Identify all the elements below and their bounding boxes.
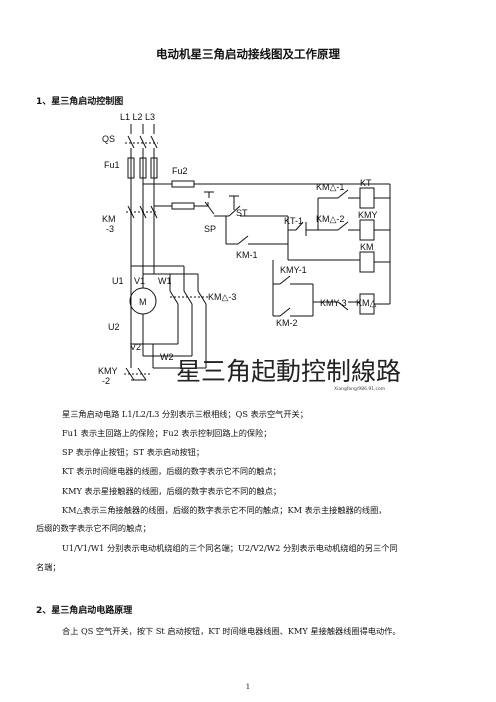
label-sp: SP bbox=[204, 224, 216, 234]
paragraph-2: Fu1 表示主回路上的保险；Fu2 表示控制回路上的保险； bbox=[62, 428, 272, 438]
paragraph-5: KMY 表示星接触器的线圈，后缀的数字表示它不同的触点； bbox=[62, 486, 282, 496]
document-title: 电动机星三角启动接线图及工作原理 bbox=[156, 47, 340, 61]
diagram-watermark-title: 星三角起動控制線路 bbox=[176, 357, 401, 386]
paragraph-3: SP 表示停止按钮；ST 表示启动按钮； bbox=[62, 447, 205, 457]
diagram-watermark-url: Xiangfang/986.91.com bbox=[334, 386, 385, 392]
label-km-3-suffix: -3 bbox=[106, 224, 114, 234]
label-km-1: KM-1 bbox=[236, 250, 258, 260]
label-kmy-2-suffix: -2 bbox=[102, 376, 110, 386]
section-1-heading: 1、星三角启动控制图 bbox=[36, 97, 124, 107]
paragraph-8: 合上 QS 空气开关，按下 St 启动按钮，KT 时间继电器线圈、KMY 星接触… bbox=[62, 626, 401, 636]
paragraph-6: KM△表示三角接触器的线圈，后缀的数字表示它不同的触点；KM 表示主接触器的线圈… bbox=[62, 505, 387, 515]
label-w2: W2 bbox=[160, 352, 174, 362]
label-kmy-1: KMY-1 bbox=[280, 265, 307, 275]
paragraph-4: KT 表示时间继电器的线圈，后缀的数字表示它不同的触点； bbox=[62, 466, 281, 476]
label-kmd: KM△ bbox=[356, 298, 377, 308]
label-u1: U1 bbox=[112, 276, 124, 286]
paragraph-6-continued: 后缀的数字表示它不同的触点； bbox=[36, 523, 151, 533]
label-v2: V2 bbox=[130, 342, 141, 352]
label-kmd-2: KM△-2 bbox=[316, 214, 344, 224]
label-kmy-3: KMY-3 bbox=[320, 298, 347, 308]
label-kmd-3: KM△-3 bbox=[208, 292, 236, 302]
label-kmd-1: KM△-1 bbox=[316, 182, 344, 192]
section-2-heading: 2、星三角启动电路原理 bbox=[36, 606, 133, 616]
star-delta-wiring-diagram: L1 L2 L3 QS Fu1 Fu2 KM -3 SP ST KM-1 KT-… bbox=[98, 112, 401, 392]
label-km-2: KM-2 bbox=[276, 318, 298, 328]
label-km: KM bbox=[360, 242, 374, 252]
label-km-3: KM bbox=[102, 214, 116, 224]
page-number: 1 bbox=[245, 683, 251, 691]
label-st: ST bbox=[236, 208, 248, 218]
label-fu1: Fu1 bbox=[104, 160, 120, 170]
paragraph-7: U1/V1/W1 分别表示电动机绕组的三个同名端；U2/V2/W2 分别表示电动… bbox=[62, 543, 398, 553]
label-kmy: KMY bbox=[358, 210, 378, 220]
label-kmy-2: KMY bbox=[98, 366, 118, 376]
paragraph-7-continued: 名端； bbox=[36, 562, 61, 572]
label-u2: U2 bbox=[108, 322, 120, 332]
label-fu2: Fu2 bbox=[172, 166, 188, 176]
label-kt: KT bbox=[360, 178, 372, 188]
paragraph-1: 星三角启动电路 L1/L2/L3 分别表示三根相线；QS 表示空气开关； bbox=[62, 409, 308, 419]
label-v1: V1 bbox=[134, 276, 145, 286]
label-w1: W1 bbox=[158, 276, 172, 286]
label-l1-l2-l3: L1 L2 L3 bbox=[120, 112, 155, 122]
label-kt-1: KT-1 bbox=[284, 216, 303, 226]
motor-label: M bbox=[139, 297, 147, 307]
label-qs: QS bbox=[102, 134, 115, 144]
